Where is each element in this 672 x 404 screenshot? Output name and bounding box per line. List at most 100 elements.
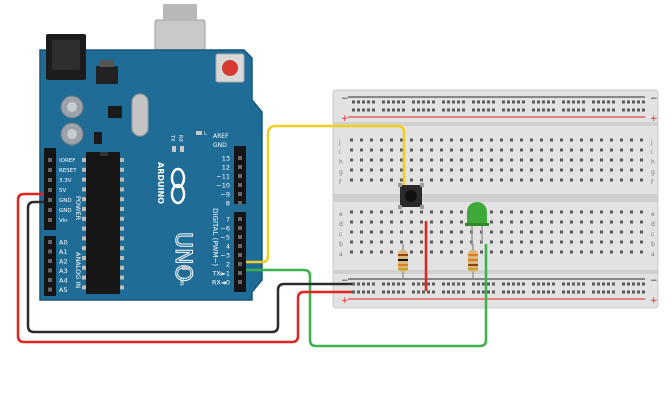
terminal-hole[interactable] — [520, 158, 523, 162]
terminal-hole[interactable] — [400, 168, 403, 172]
rail-hole[interactable] — [612, 290, 615, 294]
rail-hole[interactable] — [602, 290, 605, 294]
rail-hole[interactable] — [362, 290, 365, 294]
terminal-hole[interactable] — [420, 138, 423, 142]
rail-hole[interactable] — [477, 290, 480, 294]
terminal-hole[interactable] — [630, 178, 633, 182]
terminal-hole[interactable] — [520, 148, 523, 152]
rail-hole[interactable] — [357, 282, 360, 286]
rail-hole[interactable] — [462, 100, 465, 104]
terminal-hole[interactable] — [410, 230, 413, 234]
rail-hole[interactable] — [547, 108, 550, 112]
terminal-hole[interactable] — [520, 250, 523, 254]
terminal-hole[interactable] — [380, 178, 383, 182]
digital-pin-hole[interactable] — [238, 262, 242, 266]
terminal-hole[interactable] — [360, 148, 363, 152]
power-pin-hole[interactable] — [48, 188, 52, 192]
terminal-hole[interactable] — [360, 230, 363, 234]
terminal-hole[interactable] — [470, 148, 473, 152]
rail-hole[interactable] — [517, 108, 520, 112]
rail-hole[interactable] — [367, 100, 370, 104]
rail-hole[interactable] — [462, 282, 465, 286]
digital-pin-hole[interactable] — [238, 217, 242, 221]
rail-hole[interactable] — [582, 282, 585, 286]
terminal-hole[interactable] — [530, 250, 533, 254]
rail-hole[interactable] — [392, 282, 395, 286]
terminal-hole[interactable] — [640, 220, 643, 224]
terminal-hole[interactable] — [440, 220, 443, 224]
rail-hole[interactable] — [482, 108, 485, 112]
terminal-hole[interactable] — [560, 148, 563, 152]
terminal-hole[interactable] — [420, 158, 423, 162]
rail-hole[interactable] — [642, 108, 645, 112]
rail-hole[interactable] — [597, 290, 600, 294]
rail-hole[interactable] — [447, 100, 450, 104]
digital-pin-hole[interactable] — [238, 201, 242, 205]
rail-hole[interactable] — [597, 282, 600, 286]
terminal-hole[interactable] — [390, 210, 393, 214]
terminal-hole[interactable] — [640, 178, 643, 182]
terminal-hole[interactable] — [490, 138, 493, 142]
rail-hole[interactable] — [567, 108, 570, 112]
terminal-hole[interactable] — [410, 158, 413, 162]
terminal-hole[interactable] — [380, 220, 383, 224]
digital-pin-hole[interactable] — [238, 253, 242, 257]
rail-hole[interactable] — [532, 108, 535, 112]
rail-hole[interactable] — [522, 290, 525, 294]
rail-hole[interactable] — [577, 282, 580, 286]
rail-hole[interactable] — [357, 290, 360, 294]
terminal-hole[interactable] — [580, 168, 583, 172]
terminal-hole[interactable] — [610, 250, 613, 254]
power-pin-hole[interactable] — [48, 218, 52, 222]
terminal-hole[interactable] — [580, 240, 583, 244]
terminal-hole[interactable] — [350, 220, 353, 224]
terminal-hole[interactable] — [380, 148, 383, 152]
rail-hole[interactable] — [362, 282, 365, 286]
rail-hole[interactable] — [632, 290, 635, 294]
terminal-hole[interactable] — [460, 148, 463, 152]
terminal-hole[interactable] — [450, 210, 453, 214]
rail-hole[interactable] — [367, 108, 370, 112]
analog-pin-hole[interactable] — [48, 268, 52, 273]
terminal-hole[interactable] — [430, 250, 433, 254]
rail-hole[interactable] — [517, 290, 520, 294]
green-wire[interactable] — [246, 244, 488, 348]
terminal-hole[interactable] — [500, 138, 503, 142]
rail-hole[interactable] — [522, 108, 525, 112]
terminal-hole[interactable] — [590, 220, 593, 224]
rail-hole[interactable] — [472, 108, 475, 112]
rail-hole[interactable] — [422, 290, 425, 294]
terminal-hole[interactable] — [600, 168, 603, 172]
rail-hole[interactable] — [517, 100, 520, 104]
rail-hole[interactable] — [542, 282, 545, 286]
rail-hole[interactable] — [572, 108, 575, 112]
terminal-hole[interactable] — [510, 220, 513, 224]
terminal-hole[interactable] — [440, 178, 443, 182]
terminal-hole[interactable] — [530, 158, 533, 162]
terminal-hole[interactable] — [390, 178, 393, 182]
terminal-hole[interactable] — [540, 178, 543, 182]
analog-pin-hole[interactable] — [48, 240, 52, 244]
pushbutton[interactable] — [398, 183, 424, 209]
rail-hole[interactable] — [432, 108, 435, 112]
terminal-hole[interactable] — [380, 138, 383, 142]
rail-hole[interactable] — [442, 282, 445, 286]
rail-hole[interactable] — [492, 282, 495, 286]
terminal-hole[interactable] — [490, 178, 493, 182]
terminal-hole[interactable] — [590, 210, 593, 214]
terminal-hole[interactable] — [430, 168, 433, 172]
terminal-hole[interactable] — [460, 168, 463, 172]
rail-hole[interactable] — [477, 100, 480, 104]
rail-hole[interactable] — [422, 100, 425, 104]
terminal-hole[interactable] — [500, 220, 503, 224]
terminal-hole[interactable] — [370, 168, 373, 172]
terminal-hole[interactable] — [390, 158, 393, 162]
terminal-hole[interactable] — [500, 168, 503, 172]
terminal-hole[interactable] — [630, 158, 633, 162]
rail-hole[interactable] — [567, 100, 570, 104]
power-header-pins[interactable] — [48, 158, 52, 222]
rail-hole[interactable] — [637, 108, 640, 112]
terminal-hole[interactable] — [560, 168, 563, 172]
terminal-hole[interactable] — [470, 138, 473, 142]
terminal-hole[interactable] — [460, 250, 463, 254]
